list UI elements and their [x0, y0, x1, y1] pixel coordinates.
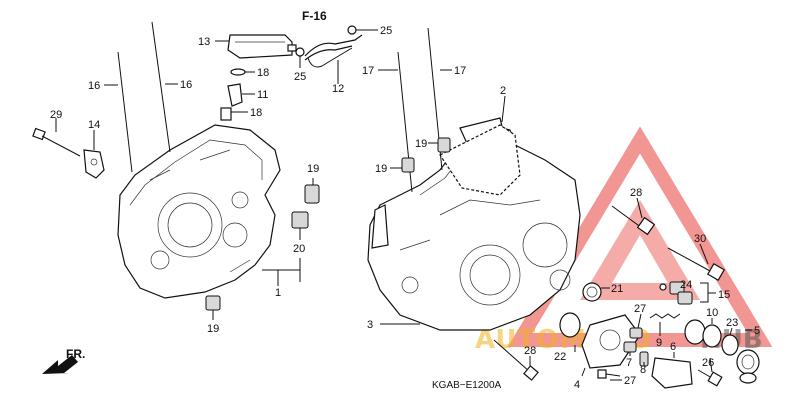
callout-20: 20	[293, 243, 305, 255]
front-direction-arrow-icon	[42, 355, 78, 374]
gasket-2	[439, 124, 521, 196]
reference-label: F-16	[302, 9, 327, 23]
callout-6: 6	[670, 341, 676, 353]
oil-jet-20	[291, 211, 309, 229]
callout-28a: 28	[630, 187, 642, 199]
callout-1: 1	[275, 287, 281, 299]
stud-16a	[117, 51, 133, 173]
callout-16b: 16	[180, 79, 192, 91]
direction-label: FR.	[66, 347, 85, 361]
callout-12: 12	[332, 83, 344, 95]
oring-23	[721, 334, 739, 356]
callout-4: 4	[574, 379, 580, 391]
callout-23: 23	[726, 317, 738, 329]
spring-9	[649, 313, 681, 319]
callout-19d: 19	[207, 323, 219, 335]
bolt-28b	[493, 339, 539, 381]
callout-25a: 25	[380, 25, 392, 37]
callout-22: 22	[554, 351, 566, 363]
bolt-30	[667, 247, 726, 282]
callout-27a: 27	[634, 303, 646, 315]
dowel-19a	[304, 184, 320, 204]
left-crankcase	[117, 124, 281, 299]
callout-10: 10	[706, 307, 718, 319]
oring-24a	[659, 283, 667, 291]
callout-21: 21	[611, 283, 623, 295]
callout-27b: 27	[624, 375, 636, 387]
callout-28b: 28	[524, 345, 536, 357]
bracket-14	[83, 149, 105, 179]
bolt-29	[32, 127, 81, 157]
callout-3: 3	[367, 319, 373, 331]
callout-25b: 25	[294, 71, 306, 83]
oil-filter-rotor-10	[684, 319, 722, 348]
tube-11	[227, 83, 243, 107]
callout-19b: 19	[375, 163, 387, 175]
callout-5: 5	[754, 325, 760, 337]
callout-7: 7	[626, 357, 632, 369]
drain-plug	[736, 349, 760, 384]
diagram-code: KGAB−E1200A	[432, 380, 502, 391]
callout-2: 2	[500, 85, 506, 97]
cover-22	[559, 312, 641, 369]
bolt-28a	[611, 205, 656, 236]
clip-25b	[295, 47, 305, 57]
callout-15: 15	[718, 289, 730, 301]
oil-seal-21	[582, 282, 602, 302]
clip-18a	[230, 68, 246, 76]
breather-hose-12	[304, 34, 363, 61]
dowel-19d	[205, 295, 221, 311]
callout-17a: 17	[362, 65, 374, 77]
callout-30: 30	[694, 233, 706, 245]
callout-9: 9	[656, 337, 662, 349]
dowel-19c	[437, 137, 451, 153]
bolt-27a	[629, 327, 643, 339]
spring-7	[623, 341, 637, 353]
bolt-26	[697, 369, 723, 387]
callout-26: 26	[702, 357, 714, 369]
callout-11: 11	[257, 89, 268, 101]
callout-16a: 16	[88, 80, 100, 92]
stud-16b	[151, 21, 171, 153]
callout-24: 24	[680, 279, 692, 291]
callout-18b: 18	[250, 107, 262, 119]
joint-18b	[220, 107, 232, 121]
callout-13: 13	[198, 36, 210, 48]
bolt-27b	[597, 369, 621, 379]
callout-29: 29	[50, 109, 62, 121]
callout-19a: 19	[307, 163, 319, 175]
bracket-6	[651, 357, 693, 389]
dowel-24	[669, 281, 685, 295]
callout-17b: 17	[454, 65, 466, 77]
callout-14: 14	[88, 119, 100, 131]
callout-18a: 18	[257, 67, 269, 79]
callout-8: 8	[640, 364, 646, 376]
watermark-logo	[507, 126, 773, 347]
clip-25a	[347, 25, 357, 35]
callout-19c: 19	[415, 138, 427, 150]
breather-separator-13	[227, 34, 297, 59]
dowel-19b	[401, 157, 415, 173]
